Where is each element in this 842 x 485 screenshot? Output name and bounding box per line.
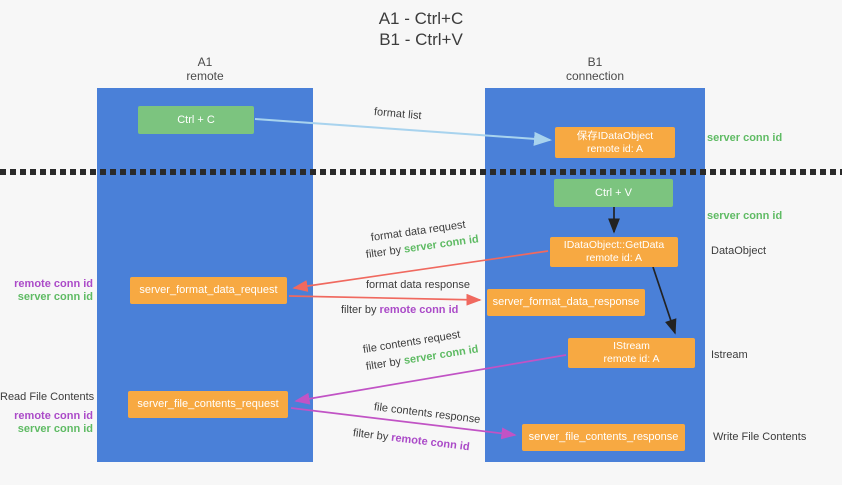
diagram-title: A1 - Ctrl+C B1 - Ctrl+V — [0, 8, 842, 50]
lane-a-role: remote — [186, 69, 224, 83]
side-label-dataobject: DataObject — [711, 245, 767, 257]
node-ctrl-v-label: Ctrl + V — [595, 186, 632, 199]
node-ctrl-c-label: Ctrl + C — [177, 113, 215, 126]
node-save-line2: remote id: A — [586, 142, 644, 155]
lane-b-id: B1 — [587, 55, 603, 69]
lane-header-b1-connection: B1 connection — [485, 55, 705, 83]
node-server-format-data-request: server_format_data_request — [130, 277, 287, 304]
filter-by-text: filter by — [365, 243, 405, 261]
node-server-file-contents-response: server_file_contents_response — [522, 424, 685, 451]
filter-by-text: filter by — [352, 427, 392, 444]
side-label-server-conn-id-top: server conn id — [707, 132, 783, 144]
side-label-server-conn-id-mid: server conn id — [707, 210, 783, 222]
remote-conn-id-text: remote conn id — [390, 431, 471, 454]
node-server-file-contents-request: server_file_contents_request — [128, 391, 288, 418]
side-label-server-conn-id-1: server conn id — [17, 291, 93, 303]
edge-label-file-contents-response: file contents response — [373, 401, 481, 426]
node-file-response-label: server_file_contents_response — [528, 431, 679, 443]
arrow-format-data-response — [288, 293, 482, 306]
side-label-write-file-contents: Write File Contents — [713, 431, 807, 443]
remote-conn-id-text: remote conn id — [379, 304, 459, 316]
side-label-server-conn-id-2: server conn id — [17, 423, 93, 435]
node-getdata-line2: remote id: A — [585, 252, 643, 264]
section-divider — [0, 169, 842, 175]
node-ctrl-v: Ctrl + V — [554, 179, 673, 207]
node-istream-line1: IStream — [613, 340, 650, 352]
title-line-2: B1 - Ctrl+V — [379, 30, 463, 49]
filter-by-text: filter by — [365, 355, 405, 373]
edge-label-format-list: format list — [373, 106, 423, 123]
lane-b-role: connection — [565, 69, 625, 83]
side-label-read-file-contents: Read File Contents — [0, 391, 95, 403]
side-label-remote-conn-id-1: remote conn id — [14, 278, 93, 290]
lane-header-a1-remote: A1 remote — [97, 55, 313, 83]
edge-label-format-data-response: format data response — [366, 279, 470, 291]
node-server-format-data-response: server_format_data_response — [487, 289, 645, 316]
node-idataobject-getdata: IDataObject::GetData remote id: A — [550, 237, 678, 267]
side-label-istream: Istream — [711, 349, 748, 361]
filter-by-text: filter by — [341, 304, 380, 316]
node-save-idataobject: 保存IDataObject remote id: A — [555, 127, 675, 158]
title-line-1: A1 - Ctrl+C — [378, 9, 464, 28]
node-file-request-label: server_file_contents_request — [137, 398, 279, 410]
node-format-response-label: server_format_data_response — [492, 296, 640, 308]
node-save-line1: 保存IDataObject — [576, 129, 654, 142]
edge-label-filter-remote-conn-2: filter by remote conn id — [352, 427, 470, 453]
node-format-request-label: server_format_data_request — [139, 284, 278, 296]
node-ctrl-c: Ctrl + C — [138, 106, 254, 134]
side-label-remote-conn-id-2: remote conn id — [14, 410, 93, 422]
node-getdata-line1: IDataObject::GetData — [563, 239, 665, 251]
lane-a-id: A1 — [197, 55, 213, 69]
edge-label-filter-remote-conn-1: filter by remote conn id — [341, 304, 458, 316]
node-istream-line2: remote id: A — [603, 353, 660, 365]
node-istream: IStream remote id: A — [568, 338, 695, 368]
